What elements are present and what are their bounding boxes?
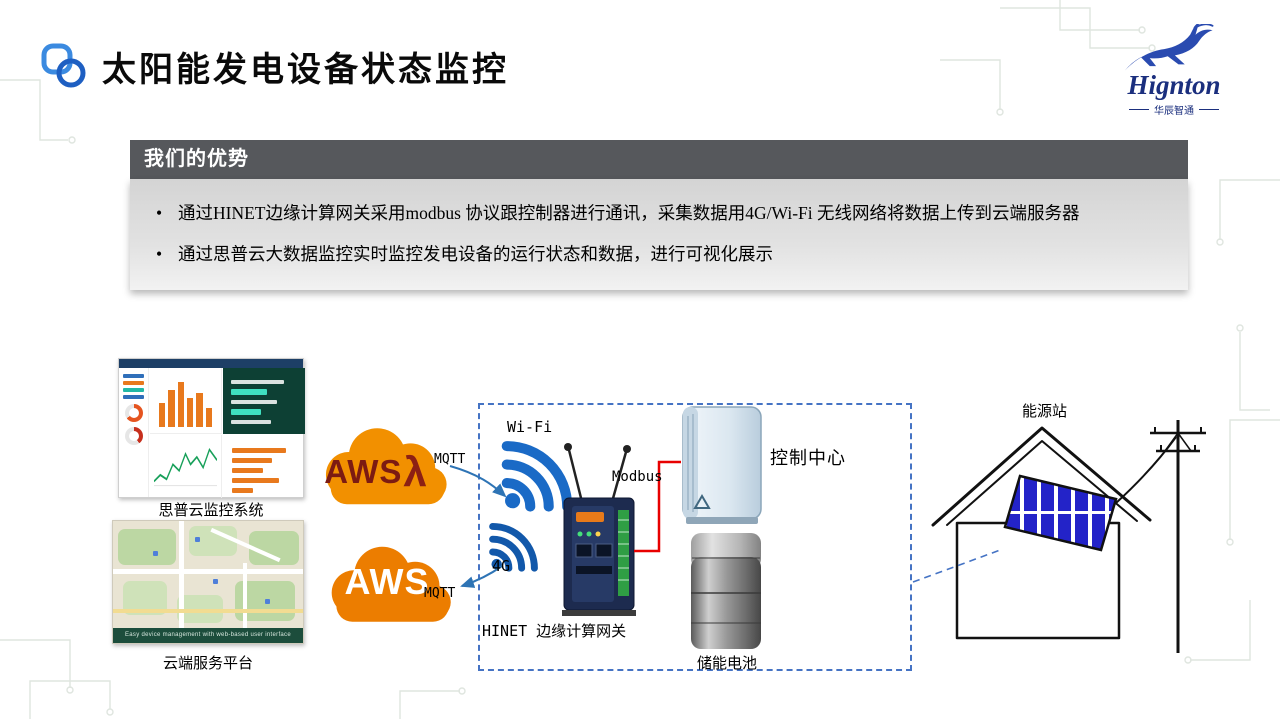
mini-bar [123,381,144,385]
cloud-platform-label: 云端服务平台 [162,656,253,672]
hinet-gateway-device [562,443,636,616]
brand-subtitle: 华辰智通 [1096,102,1252,117]
dashboard-titlebar [119,359,303,368]
line-chart [153,447,218,487]
storage-battery-device [691,533,761,649]
hbar [232,478,280,483]
deer-icon [1124,24,1214,71]
aws-cloud-top-icon [325,428,447,505]
decorative-line [1199,109,1219,110]
map-marker [195,537,200,542]
brand-name: Hignton [1127,70,1221,100]
inverter-device [682,406,762,524]
monitor-dashboard-screenshot [118,358,305,498]
map-road-secondary [113,609,303,613]
bar [159,403,166,427]
text-line [231,409,261,415]
map-green-patch [118,529,176,565]
power-pole [1150,420,1206,653]
hbar-chart-panel [223,435,305,498]
aws-lambda-glyph: λ [403,448,428,495]
edge-gateway-zone-box [478,403,912,671]
rings-logo-icon [41,43,86,88]
text-line [231,380,284,384]
bar [196,392,203,427]
wifi-icon [501,441,573,512]
map-caption: Easy device management with web-based us… [113,628,303,643]
aws-top-text: AWS λ [306,442,446,502]
map-screenshot: Easy device management with web-based us… [112,520,304,644]
hbar [232,488,254,493]
bar [177,381,184,427]
aws-top-label: AWS [324,453,403,490]
bar [168,389,175,427]
advantages-panel: 我们的优势 通过HINET边缘计算网关采用modbus 协议跟控制器进行通讯，采… [130,140,1188,290]
hbar [232,468,263,473]
advantage-text: 通过HINET边缘计算网关采用modbus 协议跟控制器进行通讯，采集数据用4G… [178,203,1080,223]
fourg-label: 4G [492,557,511,575]
kpi-panel [223,368,305,434]
line-chart-panel [150,435,222,498]
mini-bar [123,388,144,392]
hbar [232,458,272,463]
map-marker [153,551,158,556]
advantage-bullet: 通过思普云大数据监控实时监控发电设备的运行状态和数据，进行可视化展示 [146,242,1160,268]
advantages-body: 通过HINET边缘计算网关采用modbus 协议跟控制器进行通讯，采集数据用4G… [130,179,1188,290]
map-road [113,569,303,574]
map-road [179,521,184,630]
text-line [231,420,271,424]
power-wire [1115,436,1177,504]
brand-logo: Hignton 华辰智通 [1096,24,1252,117]
decorative-line [1129,109,1149,110]
modbus-label: Modbus [612,469,663,485]
antenna [567,448,628,504]
aws-cloud-bottom-icon [331,546,451,622]
energy-station-illustration [931,420,1206,653]
text-line [231,389,268,395]
monitor-system-label: 思普云监控系统 [158,503,264,519]
bar [205,408,212,427]
brand-subtitle-text: 华辰智通 [1154,106,1194,117]
page-title: 太阳能发电设备状态监控 [102,51,509,89]
wifi-label: Wi-Fi [507,418,553,436]
map-road [243,563,247,630]
control-center-label: 控制中心 [770,448,846,468]
map-marker [213,579,218,584]
advantage-bullet: 通过HINET边缘计算网关采用modbus 协议跟控制器进行通讯，采集数据用4G… [146,201,1160,227]
bar-chart-panel [150,368,222,434]
gauge-widget [124,404,143,422]
text-line [231,400,278,404]
advantages-heading: 我们的优势 [130,140,1188,179]
gauge-widget [124,427,143,445]
solar-panel [1005,476,1116,550]
advantage-text: 通过思普云大数据监控实时监控发电设备的运行状态和数据，进行可视化展示 [178,244,773,265]
aws-bottom-text: AWS [312,552,462,612]
mini-bar [123,374,144,378]
mqtt-top-label: MQTT [434,452,466,467]
hbar [232,448,287,453]
map-marker [265,599,270,604]
bar [186,397,194,427]
dashboard-side-widgets [119,368,149,497]
aws-bottom-label: AWS [344,561,430,602]
mini-bar [123,395,144,399]
battery-label: 储能电池 [696,656,757,672]
energy-station-label: 能源站 [1022,404,1068,420]
mqtt-bottom-label: MQTT [424,586,456,601]
gateway-label: HINET 边缘计算网关 [482,622,627,640]
